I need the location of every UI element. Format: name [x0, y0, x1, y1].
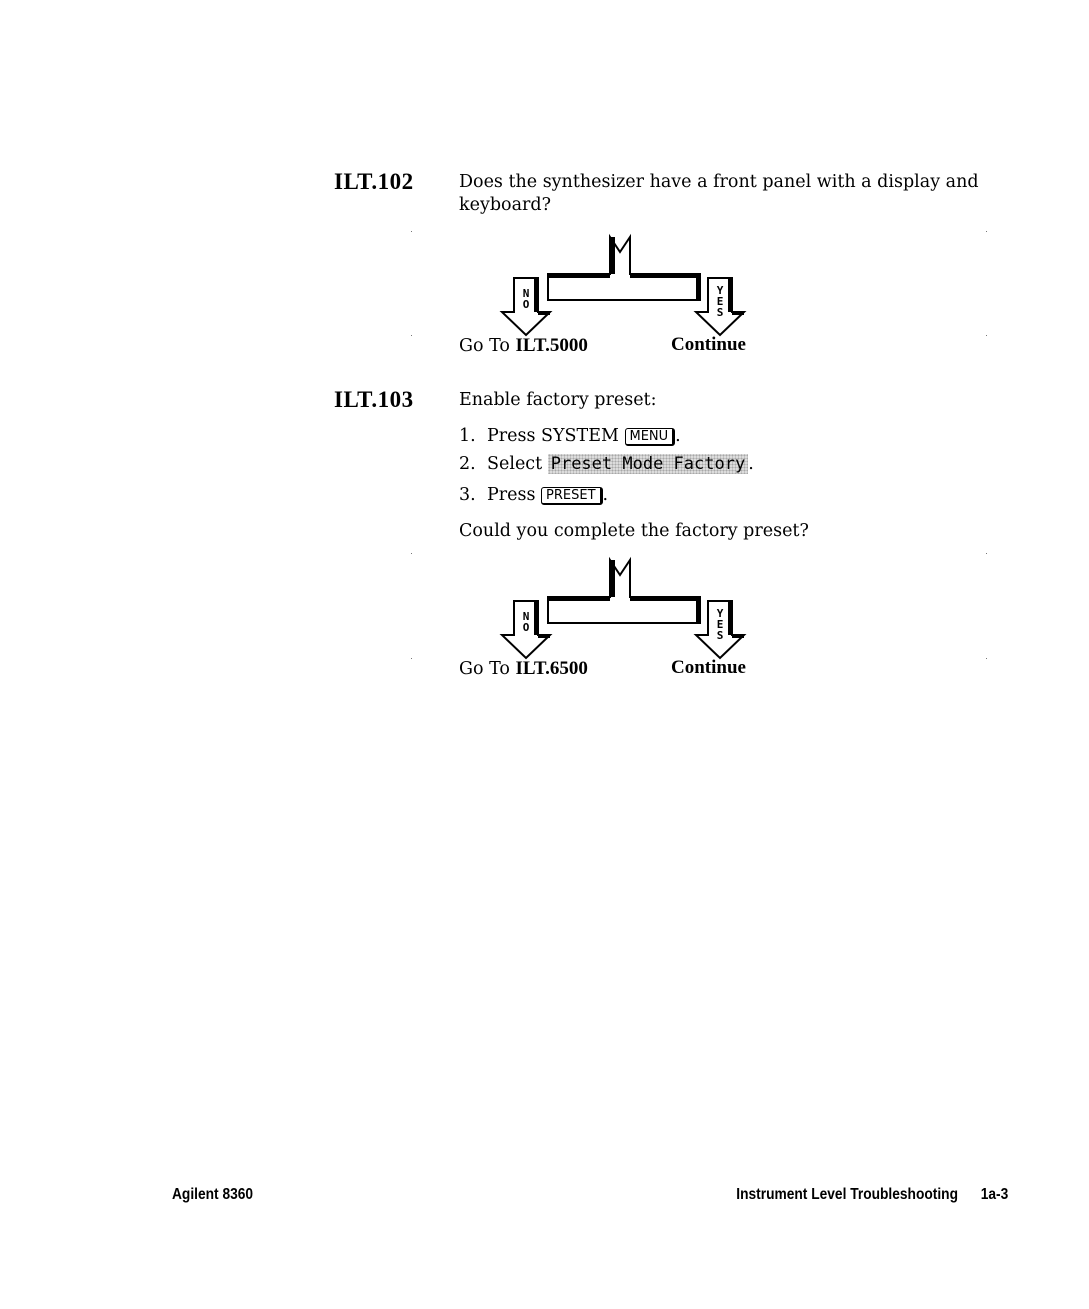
- question-text: Does the synthesizer have a front panel …: [459, 172, 979, 215]
- footer-title: Instrument Level Troubleshooting: [735, 1186, 958, 1203]
- step-id-ilt-102: ILT.102: [334, 169, 414, 194]
- registration-mark: [411, 553, 412, 554]
- footer-product: Agilent 8360: [172, 1186, 254, 1203]
- goto-target: ILT.6500: [515, 658, 588, 679]
- menu-key: MENU: [624, 428, 676, 446]
- registration-mark: [986, 231, 987, 232]
- softkey-label: Preset Mode Factory: [547, 454, 749, 474]
- no-branch: Go To ILT.5000: [459, 335, 588, 357]
- item-text: Select: [487, 454, 543, 474]
- page-number: 1a-3: [980, 1186, 1008, 1203]
- item-suffix: .: [602, 485, 609, 505]
- item-number: 2.: [459, 454, 476, 474]
- footer-section: Instrument Level Troubleshooting 1a-3: [736, 1186, 1008, 1204]
- item-text: Press SYSTEM: [487, 426, 619, 446]
- registration-mark: [986, 553, 987, 554]
- registration-mark: [411, 231, 412, 232]
- registration-mark: [986, 658, 987, 659]
- yes-branch: Continue: [671, 657, 746, 678]
- registration-mark: [411, 335, 412, 336]
- question-text: Could you complete the factory preset?: [459, 521, 809, 541]
- item-number: 3.: [459, 485, 476, 505]
- goto-target: ILT.5000: [515, 335, 588, 356]
- list-item: 3. Press PRESET.: [459, 484, 608, 507]
- yes-branch: Continue: [671, 334, 746, 355]
- item-number: 1.: [459, 426, 476, 446]
- goto-text: Go To: [459, 659, 510, 679]
- goto-text: Go To: [459, 336, 510, 356]
- no-branch: Go To ILT.6500: [459, 658, 588, 680]
- item-text: Press: [487, 485, 536, 505]
- preset-key: PRESET: [541, 487, 603, 505]
- item-suffix: .: [748, 454, 754, 474]
- item-suffix: .: [675, 426, 681, 446]
- registration-mark: [411, 658, 412, 659]
- list-item: 1. Press SYSTEM MENU.: [459, 425, 681, 448]
- registration-mark: [986, 335, 987, 336]
- step-id-ilt-103: ILT.103: [334, 387, 414, 412]
- intro-text: Enable factory preset:: [459, 390, 657, 410]
- list-item: 2. Select Preset Mode Factory.: [459, 453, 754, 476]
